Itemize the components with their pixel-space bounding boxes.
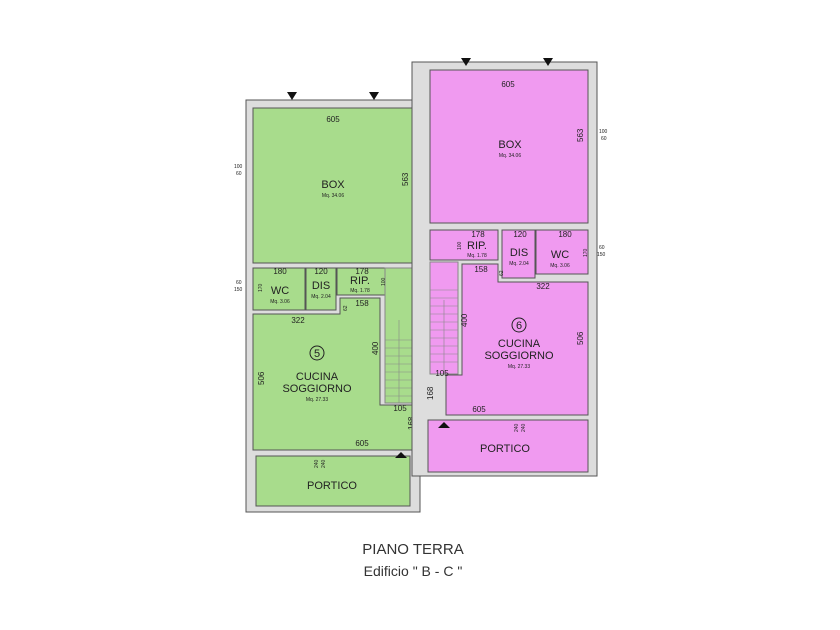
portico-area [255, 455, 411, 507]
cucina-label: CUCINA [296, 371, 339, 383]
cucina-area: Mq. 27.33 [508, 364, 530, 370]
dim: 158 [474, 265, 488, 274]
dim: 506 [257, 371, 266, 385]
unit-number-badge [511, 317, 527, 333]
dim: 400 [460, 313, 469, 327]
dim: 322 [536, 282, 550, 291]
dim: 563 [576, 128, 585, 142]
rip-room [336, 267, 386, 296]
dim: 62 [499, 270, 505, 276]
unit-5: BOX Mq. 34.06 605 563 100 60 180 120 178… [234, 92, 421, 513]
dim: 105 [435, 369, 449, 378]
dim: 170 [258, 283, 264, 292]
wc-room [252, 267, 306, 311]
portico-label: PORTICO [307, 480, 357, 492]
dim: 180 [558, 230, 572, 239]
dim: 120 [314, 267, 328, 276]
dim: 240 [321, 459, 327, 468]
dim: 322 [291, 316, 305, 325]
dim: 506 [576, 331, 585, 345]
dim: 168 [426, 386, 435, 400]
cucina-room [445, 263, 589, 416]
entry-arrow-icon [395, 452, 407, 458]
entry-arrow-icon [543, 58, 553, 66]
dim: 60 [599, 245, 605, 251]
dim: 240 [314, 459, 320, 468]
portico-label: PORTICO [480, 443, 530, 455]
cucina-label: CUCINA [498, 338, 541, 350]
unit-number: 6 [516, 320, 522, 332]
dis-label: DIS [312, 280, 330, 292]
box-room [252, 107, 414, 264]
rip-area: Mq. 1.78 [350, 288, 370, 294]
dim: 240 [521, 423, 527, 432]
rip-area: Mq. 1.78 [467, 253, 487, 259]
dim: 170 [583, 248, 589, 257]
box-label: BOX [321, 179, 345, 191]
dim: 60 [236, 280, 242, 286]
unit-6: BOX Mq. 34.06 605 563 100 60 178 120 180… [411, 58, 608, 477]
dim: 180 [273, 267, 287, 276]
dim: 100 [381, 277, 387, 286]
dis-room [305, 267, 337, 311]
dim: 400 [371, 341, 380, 355]
wc-room [535, 229, 589, 275]
dim: 605 [472, 405, 486, 414]
rip-label: RIP. [350, 275, 370, 287]
wc-area: Mq. 3.06 [270, 299, 290, 305]
dis-area: Mq. 2.04 [311, 294, 331, 300]
dim: 158 [355, 299, 369, 308]
box-label: BOX [498, 139, 522, 151]
plan-subtitle: Edificio " B - C " [363, 563, 463, 579]
dim: 605 [501, 80, 515, 89]
dim: 60 [601, 136, 607, 142]
rip-label: RIP. [467, 240, 487, 252]
dim: 150 [234, 287, 243, 293]
entry-arrow-icon [287, 92, 297, 100]
dis-room [501, 229, 536, 279]
dim: 605 [326, 115, 340, 124]
dim: 605 [355, 439, 369, 448]
dim: 100 [234, 164, 243, 170]
cucina-room [252, 297, 414, 451]
dim: 240 [514, 423, 520, 432]
box-room [429, 69, 589, 224]
unit-number: 5 [314, 348, 320, 360]
dim: 563 [401, 172, 410, 186]
dim: 100 [457, 241, 463, 250]
dis-area: Mq. 2.04 [509, 261, 529, 267]
dim: 150 [597, 252, 606, 258]
soggiorno-label: SOGGIORNO [484, 350, 554, 362]
entry-arrow-icon [369, 92, 379, 100]
dim: 62 [343, 305, 349, 311]
portico-area [427, 419, 589, 473]
dim: 178 [471, 230, 485, 239]
wc-label: WC [271, 285, 289, 297]
box-area: Mq. 34.06 [322, 193, 344, 199]
entry-arrow-icon [461, 58, 471, 66]
dim: 120 [513, 230, 527, 239]
entry-arrow-icon [438, 422, 450, 428]
wc-area: Mq. 3.06 [550, 263, 570, 269]
plan-title: PIANO TERRA [362, 541, 464, 558]
rip-room [429, 229, 499, 261]
cucina-area: Mq. 27.33 [306, 397, 328, 403]
dim: 60 [236, 171, 242, 177]
soggiorno-label: SOGGIORNO [282, 383, 352, 395]
box-area: Mq. 34.06 [499, 153, 521, 159]
wc-label: WC [551, 249, 569, 261]
dim: 100 [599, 129, 608, 135]
dim: 178 [355, 267, 369, 276]
dim: 105 [393, 404, 407, 413]
dis-label: DIS [510, 247, 528, 259]
unit-number-badge [309, 345, 325, 361]
